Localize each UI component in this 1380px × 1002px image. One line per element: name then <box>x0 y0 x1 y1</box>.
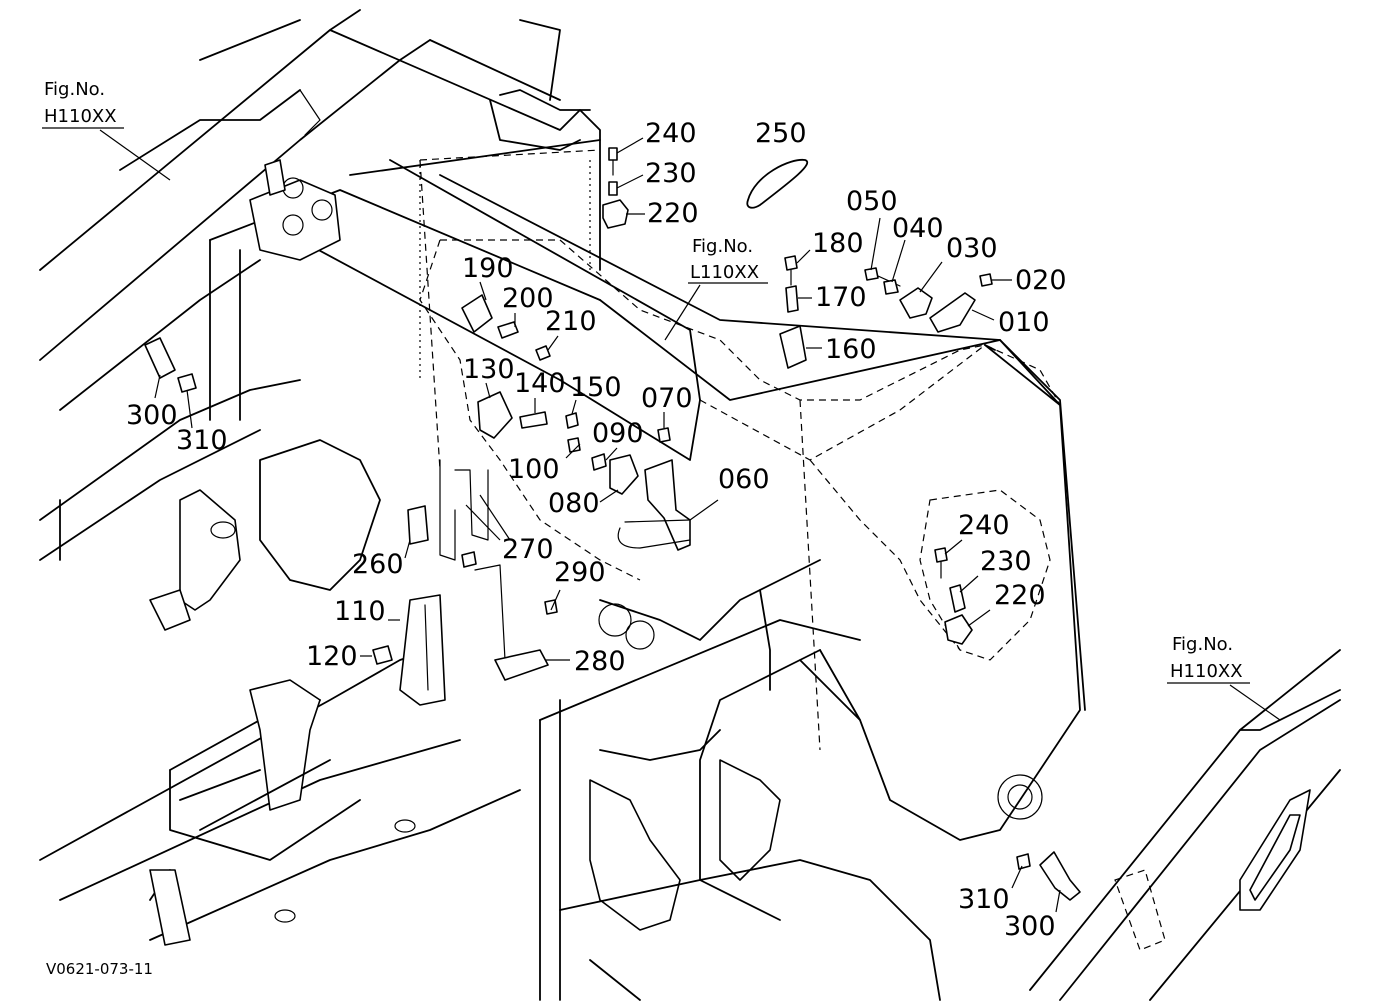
callout-180: 180 <box>812 228 864 259</box>
callout-280: 280 <box>574 646 626 677</box>
callout-310-lower: 310 <box>958 884 1010 915</box>
callout-150: 150 <box>570 372 622 403</box>
callout-300-upper: 300 <box>126 400 178 431</box>
callout-170: 170 <box>815 282 867 313</box>
figure-ref-number: L110XX <box>690 262 759 283</box>
callout-050: 050 <box>846 186 898 217</box>
callout-240-lower: 240 <box>958 510 1010 541</box>
callout-140: 140 <box>514 368 566 399</box>
callout-120: 120 <box>306 641 358 672</box>
callout-260: 260 <box>352 549 404 580</box>
drawing-code: V0621-073-11 <box>46 960 153 978</box>
callout-060: 060 <box>718 464 770 495</box>
callout-230-lower: 230 <box>980 546 1032 577</box>
callout-250: 250 <box>755 118 807 149</box>
callout-020: 020 <box>1015 265 1067 296</box>
figure-ref-number: H110XX <box>1170 661 1243 682</box>
callout-090: 090 <box>592 418 644 449</box>
callout-labels: 240 230 220 250 050 040 030 020 010 180 … <box>126 118 1067 942</box>
callout-190: 190 <box>462 253 514 284</box>
callout-220-upper: 220 <box>647 198 699 229</box>
callout-130: 130 <box>463 354 515 385</box>
callout-110: 110 <box>334 596 386 627</box>
figure-ref-label: Fig.No. <box>1172 634 1233 655</box>
figure-ref-label: Fig.No. <box>44 79 105 100</box>
callout-210: 210 <box>545 306 597 337</box>
figure-reference-left: Fig.No. H110XX <box>44 79 117 127</box>
callout-270: 270 <box>502 534 554 565</box>
callout-230-upper: 230 <box>645 158 697 189</box>
callout-240-upper: 240 <box>645 118 697 149</box>
callout-300-lower: 300 <box>1004 911 1056 942</box>
callout-200: 200 <box>502 283 554 314</box>
callout-070: 070 <box>641 383 693 414</box>
callout-010: 010 <box>998 307 1050 338</box>
callout-290: 290 <box>554 557 606 588</box>
figure-reference-center: Fig.No. L110XX <box>690 236 759 283</box>
figure-reference-right: Fig.No. H110XX <box>1170 634 1243 682</box>
leader-lines <box>42 127 1281 913</box>
callout-160: 160 <box>825 334 877 365</box>
callout-080: 080 <box>548 488 600 519</box>
callout-100: 100 <box>508 454 560 485</box>
callout-220-lower: 220 <box>994 580 1046 611</box>
figure-ref-number: H110XX <box>44 106 117 127</box>
parts <box>144 147 1081 901</box>
callout-310-upper: 310 <box>176 425 228 456</box>
frame-linework <box>39 9 1341 1001</box>
callout-040: 040 <box>892 213 944 244</box>
figure-ref-label: Fig.No. <box>692 236 753 257</box>
callout-030: 030 <box>946 233 998 264</box>
